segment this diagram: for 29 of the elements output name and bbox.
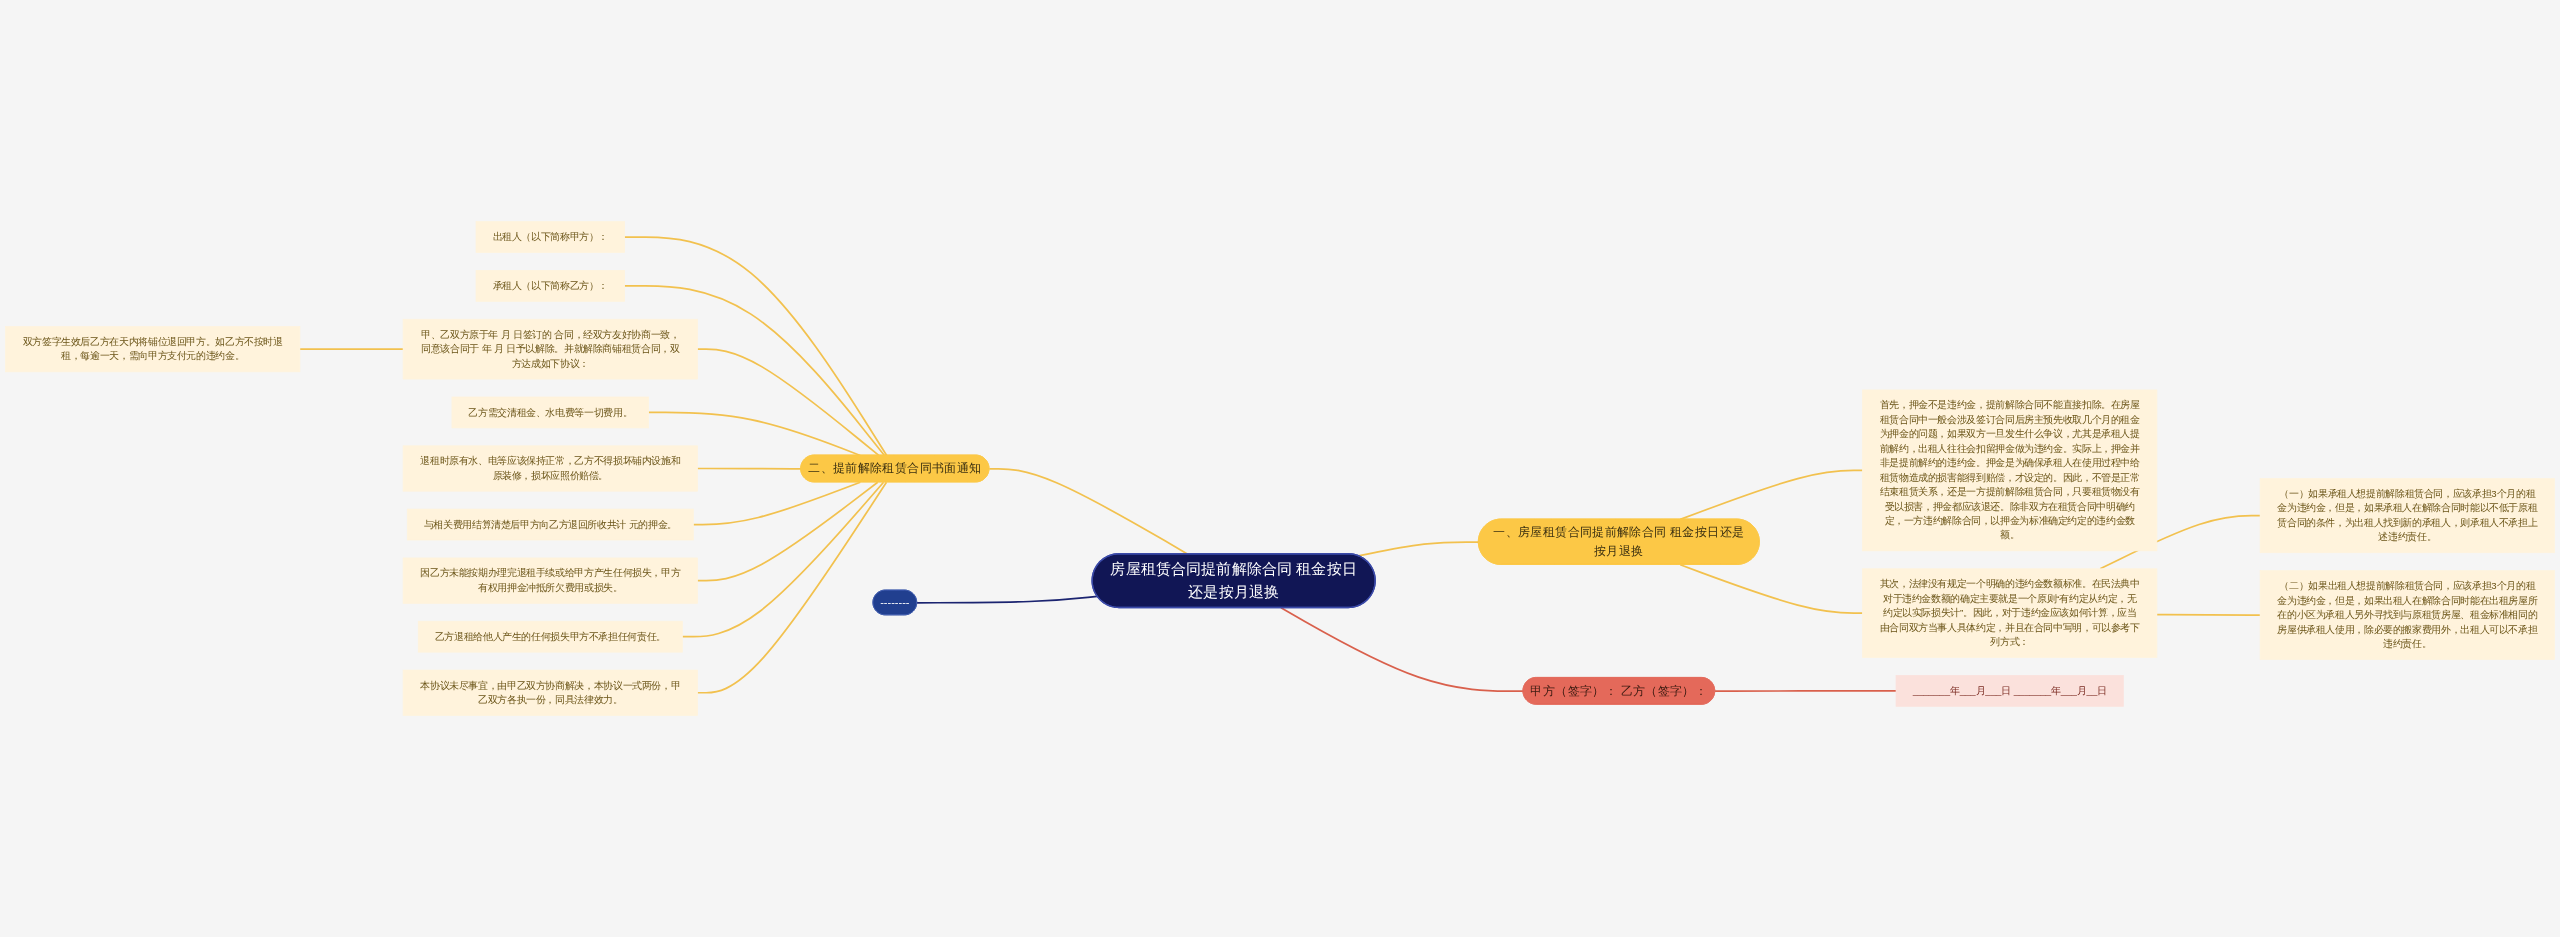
node-box: 本协议未尽事宜，由甲乙双方协商解决，本协议一式两份，甲乙双方各执一份，同具法律效力。 (402, 669, 698, 716)
connector (696, 467, 802, 470)
node-box: 首先，押金不是违约金，提前解除合同不能直接扣除。在房屋租赁合同中一般会涉及签订合同后房主预先收取几个月的租金为押金的问题，如果双方一旦发生什么争议，尤其是承租人提前解约，出租人往往会扣留押金做为违约金。实际上，押金并非是提前解约的违约金。押金是为确保承租人在使用过程中给租赁物造成的损害能得到赔偿，才设定的。因此，不管是正常结束租赁关系，还是一方提前解除租赁合同，只要租赁物没有受以损害，押金都应该退还。除非双方在租赁合同中明确约定，一方违约解除合同，以押金为标准确定约定的违约金数额。 (1862, 389, 2158, 552)
connector (1714, 690, 1897, 693)
connector (696, 481, 888, 694)
connector (1357, 541, 1480, 557)
connector (623, 285, 886, 457)
node-box: 其次，法律没有规定一个明确的违约金数额标准。在民法典中对于违约金数额的确定主要就是一个原则“有约定从约定，无约定以实际损失计”。因此，对于违约金应该如何计算，应当由合同双方当事人具体约定，并且在合同中写明，可以参考下列方式： (1862, 568, 2158, 658)
connector (692, 481, 862, 526)
node-box: 乙方需交清租金、水电费等一切费用。 (451, 396, 649, 429)
connector (681, 481, 885, 638)
node-box: _______年___月___日 _______年___月__日 (1895, 675, 2124, 707)
connector (299, 348, 404, 351)
connector (2156, 613, 2261, 616)
connector (1679, 563, 1864, 614)
connector (623, 236, 888, 457)
node-box: 出租人（以下简称甲方）： (475, 221, 625, 253)
node-box: 承租人（以下简称乙方）： (475, 270, 625, 302)
node-box: 与相关费用结算清楚后甲方向乙方退回所收共计 元的押金。 (406, 508, 694, 541)
node-box: （一）如果承租人想提前解除租赁合同，应该承担3个月的租金为违约金，但是，如果承租人在解除合同时能以不低于原租赁合同的条件，为出租人找到新的承租人，则承租人不承担上述违约责任。 (2259, 478, 2555, 554)
connector (696, 481, 879, 582)
node-box: 退租时原有水、电等应该保持正常，乙方不得损坏铺内设施和原装修，损坏应照价赔偿。 (402, 445, 698, 492)
node-box: 乙方退租给他人产生的任何损失甲方不承担任何责任。 (417, 620, 683, 653)
node-box: 双方签字生效后乙方在天内将铺位退回甲方。如乙方不按时退租，每逾一天，需向甲方支付元的违约金。 (5, 326, 301, 373)
connector (696, 348, 880, 457)
node-box: 因乙方未能按期办理完退租手续或给甲方产生任何损失，甲方有权用押金冲抵所欠费用或损失。 (402, 557, 698, 604)
connector (988, 467, 1189, 555)
node-box: （二）如果出租人想提前解除租赁合同，应该承担3个月的租金为违约金，但是，如果出租人在解除合同时能在出租房屋所在的小区为承租人另外寻找到与原租赁房屋、租金标准相同的房屋供承租人使用，除必要的搬家费用外，出租人可以不承担违约责任。 (2259, 570, 2555, 660)
node-box: 甲、乙双方原于年 月 日签订的 合同，经双方友好协商一致，同意该合同于 年 月 日予以解除。并就解除商铺租赁合同，双方达成如下协议： (402, 318, 698, 380)
